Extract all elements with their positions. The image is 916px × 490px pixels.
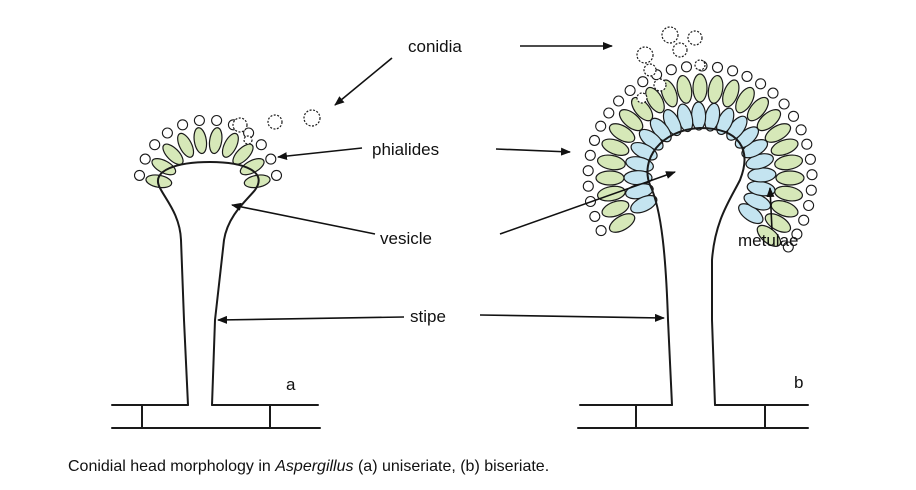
conidium [796,125,806,135]
uniseriate-conidia-row [135,116,282,181]
label-phialides: phialides [372,140,439,159]
conidium [728,66,738,76]
conidium [604,108,614,118]
metula [748,167,777,182]
substrate-lines [112,405,808,428]
conidium [194,116,204,126]
conidium [682,62,692,72]
arrow-stipe-to-a [218,317,404,320]
conidium [804,201,814,211]
biseriate-vesicle-stipe [647,128,744,405]
phialide [776,171,804,185]
label-panel-a: a [286,375,296,394]
caption-genus: Aspergillus [274,458,353,475]
conidium [742,71,752,81]
conidium [789,111,799,121]
figure-caption: Conidial head morphology in Aspergillus … [68,458,549,475]
label-conidia: conidia [408,37,462,56]
conidium [256,140,266,150]
conidium [806,185,816,195]
conidium [756,79,766,89]
conidium [768,88,778,98]
phialide [693,74,707,102]
uniseriate-free-spores [233,110,320,144]
conidium [140,154,150,164]
conidium [178,120,188,130]
caption-prefix: Conidial head morphology in [68,458,275,475]
arrow-phialides-to-a [278,148,362,157]
conidium [807,170,817,180]
arrow-phialides-to-b [496,149,570,152]
conidium [799,215,809,225]
conidium [162,128,172,138]
conidium [638,77,648,87]
phialide [208,127,224,155]
arrow-stipe-to-b [480,315,664,318]
conidium [585,150,595,160]
conidium [614,96,624,106]
conidium [150,140,160,150]
conidium [802,139,812,149]
label-metulae: metulae [738,231,798,250]
caption-suffix: (a) uniseriate, (b) biseriate. [354,458,550,475]
conidium [590,135,600,145]
biseriate-head [583,27,817,405]
uniseriate-head [135,110,321,405]
conidium [666,65,676,75]
phialide [596,171,624,185]
conidium [590,211,600,221]
conidium [779,99,789,109]
phialide [192,127,208,155]
label-stipe: stipe [410,307,446,326]
arrow-vesicle-to-a [232,205,375,234]
conidium [583,181,593,191]
conidium [135,170,145,180]
arrow-conidia-to-a [335,58,392,105]
conidium [625,86,635,96]
label-panel-b: b [794,373,803,392]
conidium [713,62,723,72]
conidium [583,166,593,176]
conidium [596,226,606,236]
conidium [266,154,276,164]
conidium [805,154,815,164]
conidium [596,121,606,131]
metula [691,102,706,130]
label-vesicle: vesicle [380,229,432,248]
conidium [212,116,222,126]
uniseriate-vesicle-stipe [158,162,259,405]
conidium [272,170,282,180]
